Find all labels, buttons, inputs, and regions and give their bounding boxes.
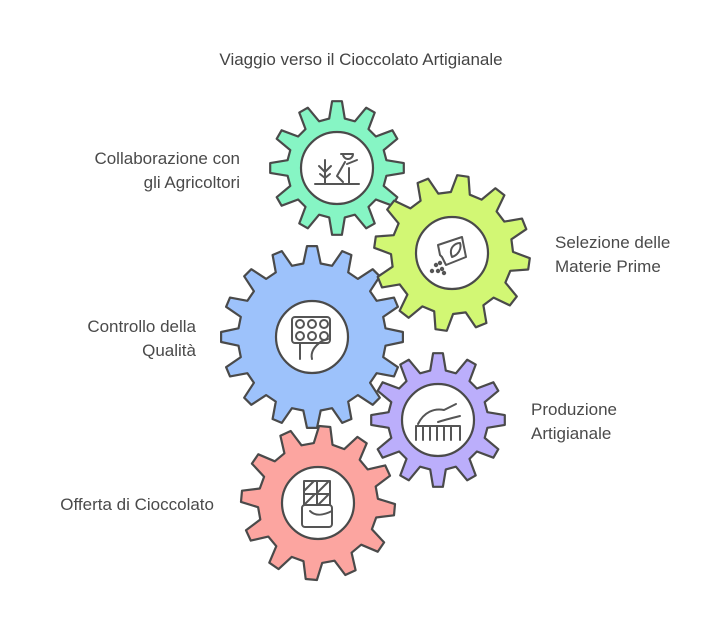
label-line: gli Agricoltori bbox=[143, 173, 240, 192]
label-selezione: Selezione delle Materie Prime bbox=[555, 231, 670, 279]
diagram-title: Viaggio verso il Cioccolato Artigianale bbox=[219, 50, 503, 69]
farmer-planting-icon bbox=[314, 153, 360, 185]
quality-inspection-tray-icon bbox=[291, 316, 331, 360]
hand-crafting-icon bbox=[415, 403, 461, 441]
label-offerta: Offerta di Cioccolato bbox=[60, 493, 214, 517]
label-line: Produzione bbox=[531, 400, 618, 419]
gear-hub bbox=[299, 130, 375, 206]
gear-hub bbox=[400, 382, 476, 458]
gear-2 bbox=[373, 174, 531, 332]
chocolate-bar-icon bbox=[301, 480, 333, 528]
label-produzione: Produzione Artigianale bbox=[531, 398, 617, 446]
label-line: Materie Prime bbox=[555, 257, 661, 276]
gear-1 bbox=[269, 100, 405, 236]
label-controllo: Controllo della Qualità bbox=[87, 315, 196, 363]
gear-hub bbox=[274, 299, 350, 375]
label-line: Collaborazione con bbox=[94, 149, 240, 168]
label-line: Qualità bbox=[142, 341, 196, 360]
gear-hub bbox=[414, 215, 490, 291]
label-line: Selezione delle bbox=[555, 233, 671, 252]
gear-4 bbox=[370, 352, 506, 488]
seed-packet-icon bbox=[429, 236, 467, 276]
gear-3 bbox=[220, 245, 404, 429]
gear-5 bbox=[239, 424, 397, 582]
label-collaborazione: Collaborazione con gli Agricoltori bbox=[94, 147, 240, 195]
label-line: Offerta di Cioccolato bbox=[60, 495, 214, 514]
label-line: Artigianale bbox=[531, 424, 612, 443]
label-line: Controllo della bbox=[87, 317, 196, 336]
